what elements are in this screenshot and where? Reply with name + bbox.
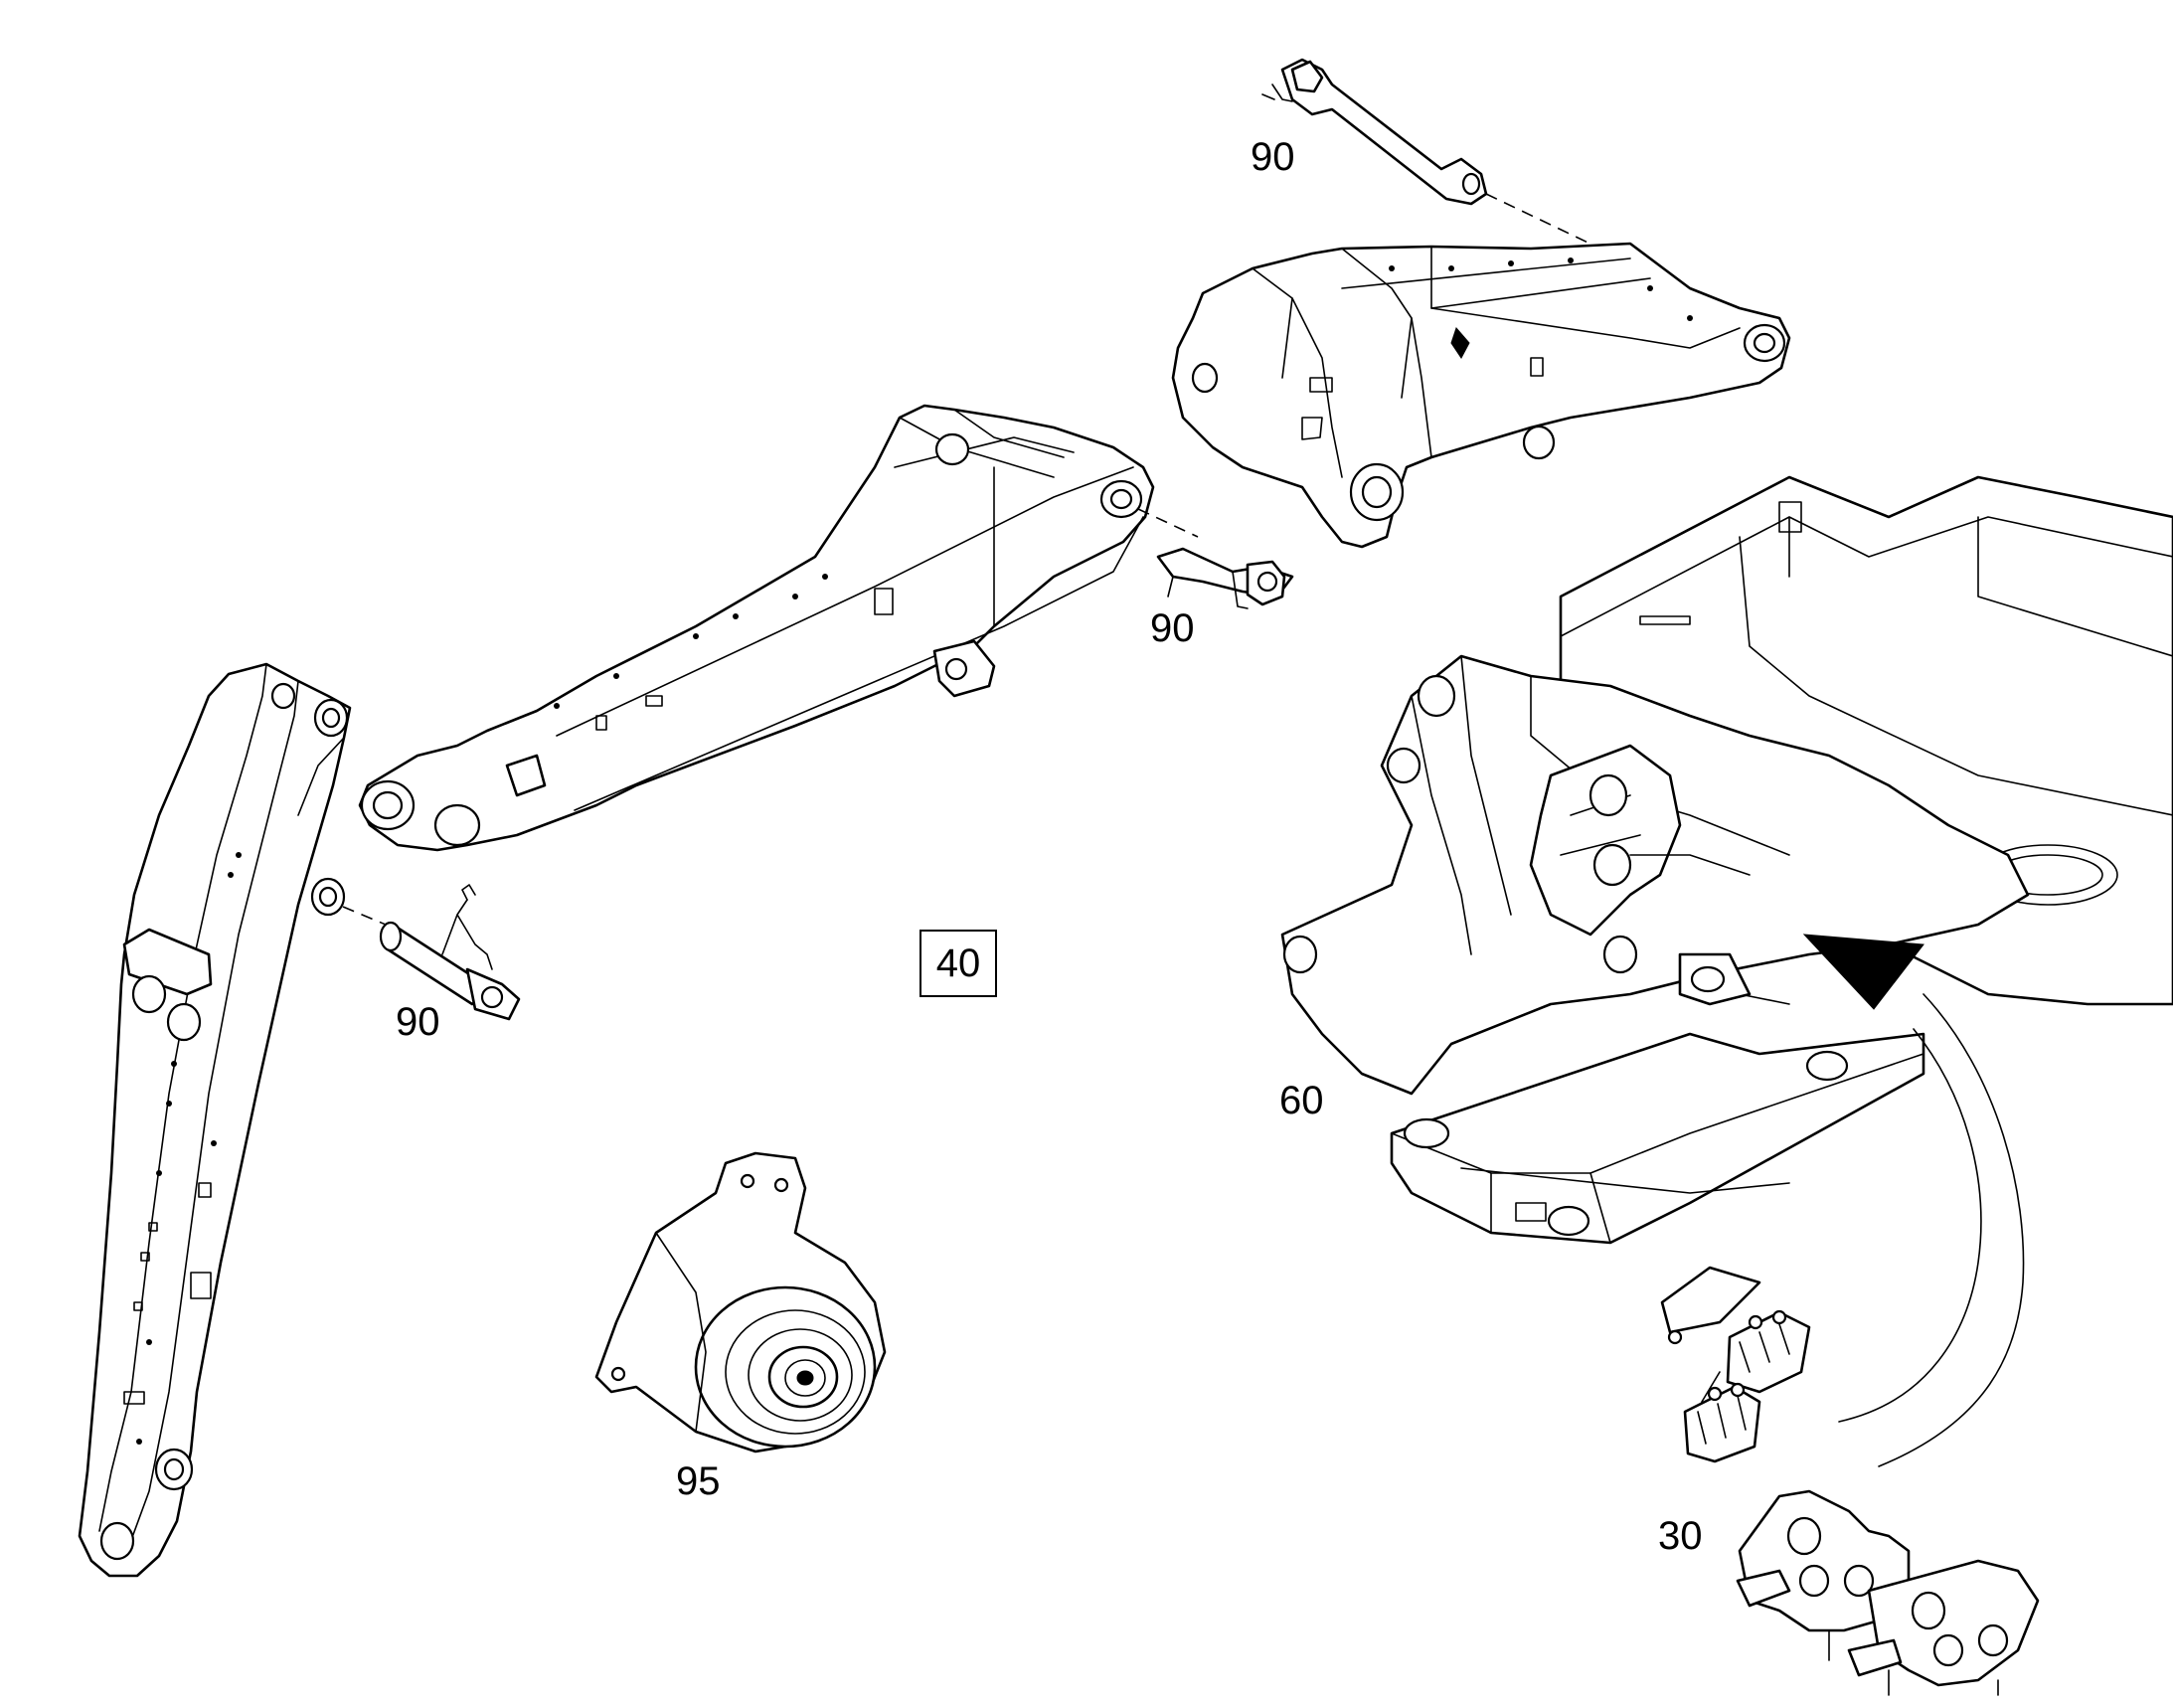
dipper-arm bbox=[78, 662, 352, 1578]
valve-bank bbox=[1660, 1266, 2040, 1696]
callout-pin-top: 90 bbox=[1251, 135, 1295, 179]
callout-drive-motor: 95 bbox=[676, 1459, 721, 1503]
callout-chassis-frame: 60 bbox=[1279, 1079, 1324, 1122]
pin-assembly-middle bbox=[1156, 547, 1294, 609]
boom-base-section bbox=[1171, 242, 1791, 549]
callout-valve-bank: 30 bbox=[1658, 1514, 1703, 1558]
chassis-frame bbox=[1280, 475, 2173, 1467]
pin-assembly-left bbox=[379, 884, 521, 1021]
callout-pin-middle: 90 bbox=[1150, 606, 1195, 650]
drive-motor bbox=[594, 1151, 887, 1453]
boom bbox=[358, 404, 1155, 852]
callout-pin-left: 90 bbox=[396, 1000, 440, 1044]
callout-sheet-reference: 40 bbox=[919, 930, 997, 997]
pin-assembly-top bbox=[1261, 58, 1488, 206]
